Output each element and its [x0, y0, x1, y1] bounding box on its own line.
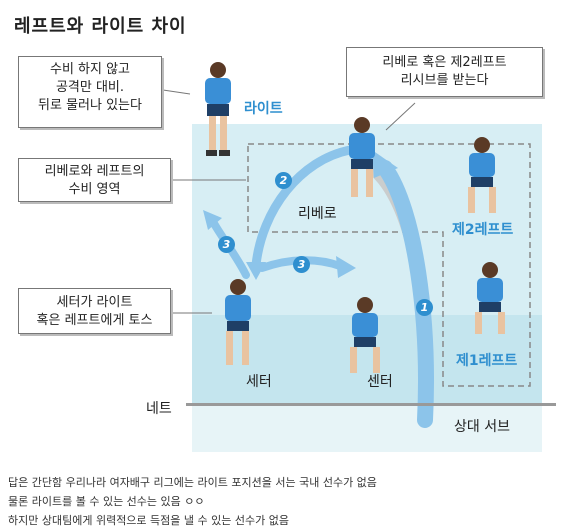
caption-line-1: 답은 간단함 우리나라 여자배구 리그에는 라이트 포지션을 서는 국내 선수가…	[8, 476, 377, 489]
callout-right-defense: 수비 하지 않고 공격만 대비. 뒤로 물러나 있는다	[18, 56, 162, 128]
callout-line: 혹은 레프트에게 토스	[36, 313, 153, 328]
step-badge-3-right: 3	[218, 236, 235, 253]
label-opponent-serve: 상대 서브	[454, 419, 510, 435]
callout-line: 리베로 혹은 제2레프트	[382, 55, 507, 70]
callout-setter-toss: 세터가 라이트 혹은 레프트에게 토스	[18, 288, 171, 334]
court-lower-zone	[192, 406, 542, 452]
player-setter-figure	[225, 279, 251, 365]
player-center-figure	[350, 297, 380, 373]
arrow-serve	[377, 160, 434, 428]
label-left2: 제2레프트	[452, 222, 514, 238]
player-left1-figure	[475, 262, 505, 334]
callout-libero-area: 리베로와 레프트의 수비 영역	[18, 158, 171, 202]
step-badge-1: 1	[416, 299, 433, 316]
player-libero-figure	[349, 117, 375, 197]
label-libero: 리베로	[298, 206, 337, 222]
callout-line: 세터가 라이트	[56, 295, 133, 310]
callout-line: 수비 영역	[68, 182, 121, 197]
label-setter: 세터	[246, 374, 272, 390]
callout-line: 뒤로 물러나 있는다	[38, 98, 142, 113]
label-net: 네트	[146, 401, 172, 417]
right-callout-connector	[162, 89, 191, 95]
callout-line: 수비 하지 않고	[49, 62, 131, 77]
step-badge-2: 2	[275, 172, 292, 189]
player-left2-figure	[468, 137, 496, 213]
caption-line-3: 하지만 상대팀에게 위력적으로 득점을 낼 수 있는 선수가 없음	[8, 514, 289, 527]
arrow-pass	[251, 145, 355, 270]
libero-left-zone	[247, 143, 531, 387]
arrow-toss-right-head	[203, 210, 222, 230]
callout-libero-receive: 리베로 혹은 제2레프트 리시브를 받는다	[346, 47, 543, 97]
label-left1: 제1레프트	[456, 353, 518, 369]
arrow-toss-left-head	[336, 256, 356, 278]
callout-line: 공격만 대비.	[55, 80, 125, 95]
net-line	[186, 403, 556, 406]
libero-callout-connector	[385, 102, 416, 131]
callout-line: 리베로와 레프트의	[44, 164, 145, 179]
step-badge-3-left: 3	[293, 256, 310, 273]
arrow-serve-head	[372, 150, 398, 178]
caption-line-2: 물론 라이트를 볼 수 있는 선수는 있음 ㅇㅇ	[8, 495, 205, 508]
label-right: 라이트	[244, 101, 283, 117]
diagram-title: 레프트와 라이트 차이	[14, 16, 187, 37]
player-right-figure	[205, 62, 231, 156]
callout-line: 리시브를 받는다	[400, 73, 489, 88]
label-center: 센터	[367, 374, 393, 390]
